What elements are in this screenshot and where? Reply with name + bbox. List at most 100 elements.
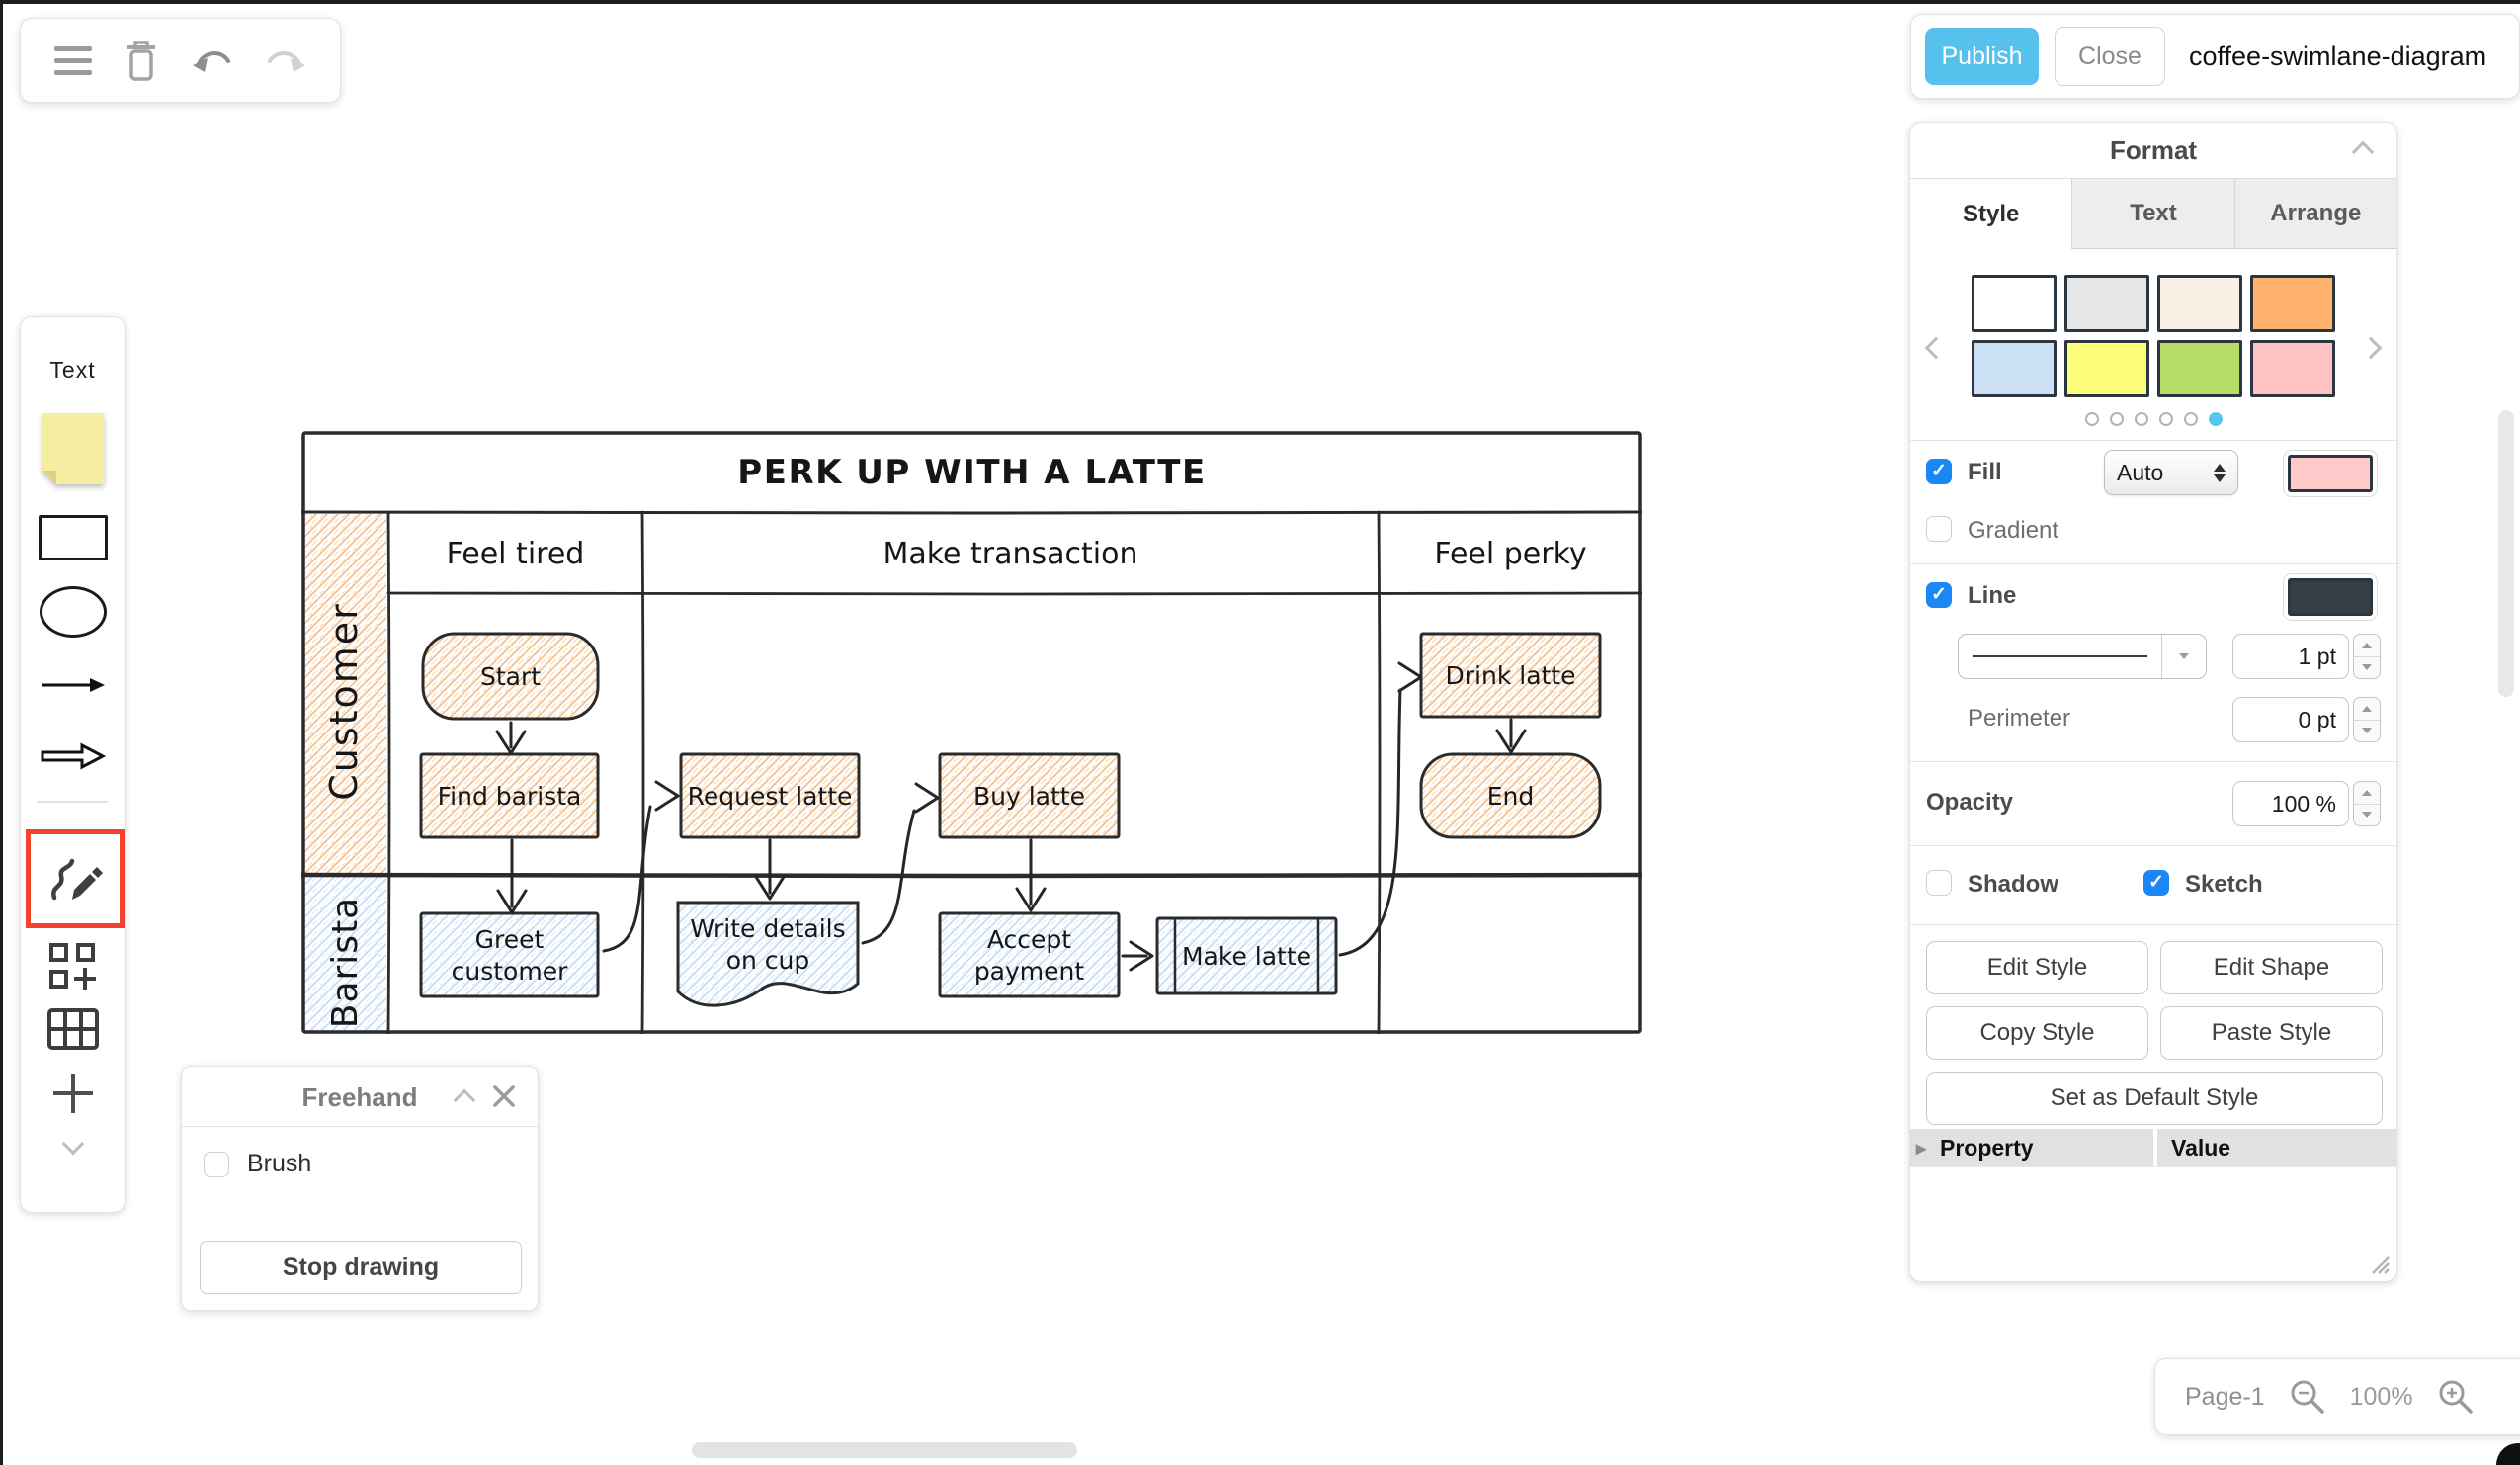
vertical-scrollbar[interactable]	[2498, 410, 2514, 697]
fill-color-button[interactable]	[2283, 450, 2378, 497]
opacity-stepper[interactable]	[2353, 781, 2381, 826]
gradient-checkbox[interactable]	[1926, 516, 1952, 542]
stop-drawing-button[interactable]: Stop drawing	[200, 1241, 522, 1294]
diagram-arrow-make-latte-to-drink-latte[interactable]	[1338, 661, 1423, 957]
diagram-node-write-details[interactable]: Write details on cup	[676, 901, 860, 1007]
preset-page-dot-1[interactable]	[2109, 412, 2124, 426]
diagram-arrow-drink-latte-to-end[interactable]	[1495, 718, 1527, 754]
tab-arrange[interactable]: Arrange	[2233, 179, 2396, 249]
zoom-level[interactable]: 100%	[2349, 1382, 2413, 1411]
sketch-checkbox[interactable]	[2143, 870, 2169, 896]
swimlane-diagram-canvas[interactable]: Customer Barista PERK UP WITH A LATTE Feel…	[301, 431, 1642, 1034]
close-button[interactable]: Close	[2055, 27, 2165, 86]
preset-page-dot-5[interactable]	[2208, 412, 2223, 426]
presets-next-icon[interactable]	[2359, 336, 2383, 360]
tab-style[interactable]: Style	[1910, 179, 2072, 249]
line-color-button[interactable]	[2283, 573, 2378, 621]
freehand-dialog-header[interactable]: Freehand	[182, 1067, 538, 1127]
style-preset-swatch-6[interactable]	[2157, 340, 2242, 397]
add-shape-tool[interactable]	[21, 1071, 125, 1116]
preset-page-dot-0[interactable]	[2084, 412, 2099, 426]
style-preset-swatch-4[interactable]	[1972, 340, 2057, 397]
brush-option[interactable]: Brush	[204, 1150, 311, 1178]
style-preset-swatch-2[interactable]	[2157, 275, 2242, 332]
style-preset-swatch-7[interactable]	[2250, 340, 2335, 397]
more-shapes-tool[interactable]	[21, 942, 125, 991]
line-checkbox[interactable]	[1926, 582, 1952, 608]
fill-mode-select[interactable]: Auto	[2104, 450, 2238, 495]
diagram-arrow-write-details-to-buy-latte[interactable]	[861, 782, 940, 945]
phase-header-1[interactable]: Make transaction	[882, 537, 1137, 571]
diagram-arrow-start-to-find-barista[interactable]	[495, 721, 527, 755]
preset-page-dot-3[interactable]	[2158, 412, 2173, 426]
lane-grid-line	[1377, 510, 1382, 1034]
style-preset-swatch-0[interactable]	[1972, 275, 2057, 332]
paste-style-button[interactable]: Paste Style	[2160, 1006, 2383, 1060]
style-preset-swatch-1[interactable]	[2064, 275, 2149, 332]
perimeter-label: Perimeter	[1968, 705, 2071, 732]
diagram-arrow-request-latte-to-write-details[interactable]	[754, 838, 786, 901]
diagram-node-start[interactable]: Start	[421, 632, 600, 721]
property-column-header[interactable]: Property	[1910, 1129, 2153, 1166]
diagram-node-buy-latte[interactable]: Buy latte	[938, 752, 1121, 839]
table-tool[interactable]	[21, 1007, 125, 1051]
zoom-in-icon[interactable]	[2437, 1378, 2475, 1416]
line-style-select[interactable]	[1958, 634, 2207, 679]
diagram-arrow-buy-latte-to-accept-payment[interactable]	[1015, 838, 1047, 912]
block-arrow-tool[interactable]	[21, 742, 125, 770]
diagram-arrow-find-barista-to-greet-customer[interactable]	[496, 838, 528, 914]
toolbar-scroll-down[interactable]	[21, 1132, 125, 1156]
edit-shape-button[interactable]: Edit Shape	[2160, 941, 2383, 994]
freehand-tool-selected[interactable]	[26, 829, 125, 928]
diagram-arrow-greet-customer-to-request-latte[interactable]	[602, 780, 680, 953]
copy-style-button[interactable]: Copy Style	[1926, 1006, 2148, 1060]
diagram-node-drink-latte[interactable]: Drink latte	[1419, 632, 1602, 719]
lane-label-customer[interactable]: Customer	[303, 514, 386, 873]
redo-icon[interactable]	[265, 45, 306, 75]
fill-checkbox[interactable]	[1926, 459, 1952, 484]
resize-handle-icon[interactable]	[2369, 1253, 2391, 1275]
diagram-node-make-latte[interactable]: Make latte	[1155, 916, 1338, 995]
text-tool[interactable]: Text	[49, 357, 96, 383]
diagram-node-end[interactable]: End	[1419, 752, 1602, 839]
close-icon[interactable]	[492, 1084, 516, 1108]
tab-text[interactable]: Text	[2071, 179, 2234, 249]
menu-icon[interactable]	[54, 45, 93, 75]
set-default-style-button[interactable]: Set as Default Style	[1926, 1072, 2383, 1125]
rectangle-tool[interactable]	[21, 515, 125, 560]
zoom-out-icon[interactable]	[2289, 1378, 2326, 1416]
value-column-header[interactable]: Value	[2157, 1129, 2396, 1166]
shadow-checkbox[interactable]	[1926, 870, 1952, 896]
edit-style-button[interactable]: Edit Style	[1926, 941, 2148, 994]
ellipse-tool[interactable]	[21, 586, 125, 638]
diagram-node-request-latte[interactable]: Request latte	[679, 752, 861, 839]
preset-page-dot-4[interactable]	[2183, 412, 2198, 426]
thin-arrow-tool[interactable]	[21, 675, 125, 695]
perimeter-input[interactable]: 0 pt	[2232, 697, 2349, 742]
svg-text:Greet: Greet	[475, 925, 545, 954]
opacity-input[interactable]: 100 %	[2232, 781, 2349, 826]
diagram-arrow-accept-payment-to-make-latte[interactable]	[1121, 940, 1154, 972]
line-width-input[interactable]: 1 pt	[2232, 634, 2349, 679]
brush-checkbox[interactable]	[204, 1151, 229, 1177]
fill-label: Fill	[1968, 459, 2002, 485]
preset-page-dot-2[interactable]	[2134, 412, 2148, 426]
perimeter-stepper[interactable]	[2353, 697, 2381, 742]
phase-header-0[interactable]: Feel tired	[447, 537, 585, 571]
diagram-node-greet-customer[interactable]: Greet customer	[419, 911, 600, 998]
sticky-note-tool[interactable]	[21, 411, 125, 486]
phase-header-2[interactable]: Feel perky	[1434, 537, 1586, 571]
diagram-node-accept-payment[interactable]: Accept payment	[938, 911, 1121, 998]
lane-label-barista[interactable]: Barista	[303, 877, 386, 1032]
style-preset-swatch-3[interactable]	[2250, 275, 2335, 332]
horizontal-scrollbar[interactable]	[692, 1442, 1077, 1458]
publish-button[interactable]: Publish	[1925, 28, 2039, 85]
style-preset-swatch-5[interactable]	[2064, 340, 2149, 397]
trash-icon[interactable]	[124, 39, 159, 82]
page-name[interactable]: Page-1	[2185, 1382, 2265, 1411]
undo-icon[interactable]	[192, 45, 233, 75]
diagram-title[interactable]: PERK UP WITH A LATTE	[737, 453, 1206, 492]
presets-prev-icon[interactable]	[1924, 336, 1948, 360]
diagram-node-find-barista[interactable]: Find barista	[419, 752, 600, 839]
line-width-stepper[interactable]	[2353, 634, 2381, 679]
